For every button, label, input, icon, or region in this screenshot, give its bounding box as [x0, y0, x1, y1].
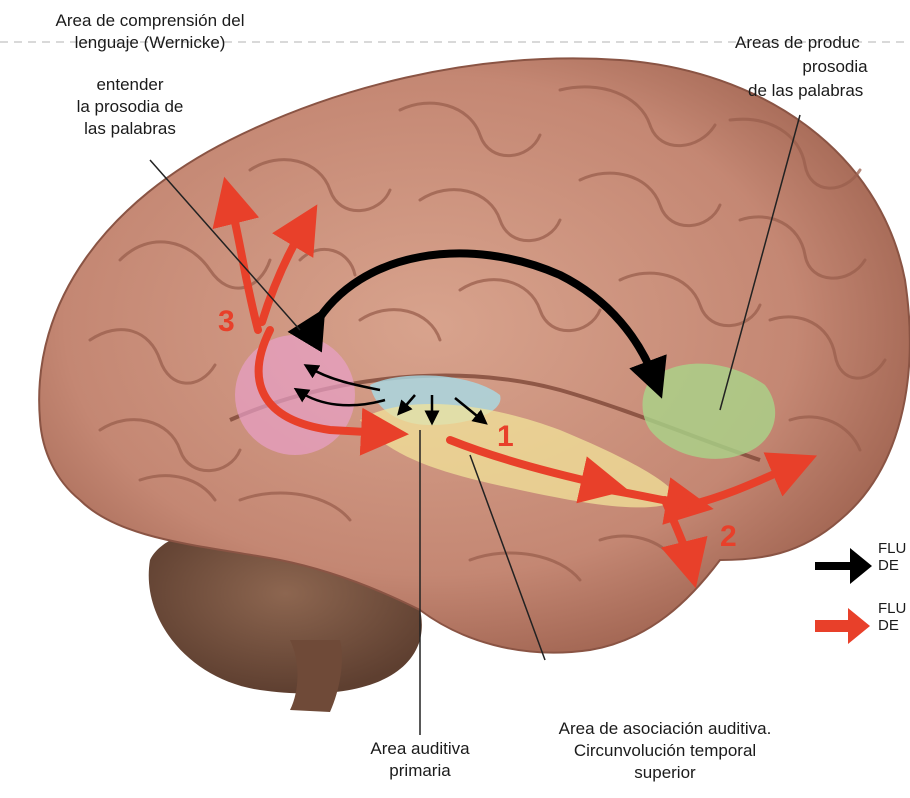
legend-black-line-1: FLU	[878, 540, 906, 557]
production-line-3: de las palabras	[748, 80, 910, 102]
production-line-2: prosodia	[760, 56, 910, 78]
wernicke-sub-label: entender la prosodia de las palabras	[30, 74, 230, 140]
association-label: Area de asociación auditiva. Circunvoluc…	[500, 718, 830, 784]
legend-arrows	[815, 548, 872, 644]
wernicke-line-2: lenguaje (Wernicke)	[5, 32, 295, 54]
legend-black-arrow	[815, 548, 872, 584]
wernicke-line-1: Area de comprensión del	[5, 10, 295, 32]
flow-number-3: 3	[218, 305, 235, 339]
production-line-1: Areas de produc	[735, 32, 910, 54]
wernicke-area	[235, 335, 355, 455]
association-line-1: Area de asociación auditiva.	[500, 718, 830, 740]
production-sub-label: prosodia	[760, 56, 910, 78]
production-sub-label-2: de las palabras	[748, 80, 910, 102]
flow-number-2: 2	[720, 520, 737, 554]
association-line-2: Circunvolución temporal	[500, 740, 830, 762]
legend-red-arrow	[815, 608, 870, 644]
brainstem	[290, 640, 342, 712]
wernicke-line-3: entender	[30, 74, 230, 96]
association-line-3: superior	[500, 762, 830, 784]
legend-red-line-2: DE	[878, 617, 906, 634]
production-label: Areas de produc	[735, 32, 910, 54]
wernicke-line-4: la prosodia de	[30, 96, 230, 118]
flow-number-1: 1	[497, 420, 514, 454]
legend-black-line-2: DE	[878, 557, 906, 574]
wernicke-label: Area de comprensión del lenguaje (Wernic…	[5, 10, 295, 54]
legend-red-line-1: FLU	[878, 600, 906, 617]
legend-black-text: FLU DE	[878, 540, 906, 574]
wernicke-line-5: las palabras	[30, 118, 230, 140]
legend-red-text: FLU DE	[878, 600, 906, 634]
